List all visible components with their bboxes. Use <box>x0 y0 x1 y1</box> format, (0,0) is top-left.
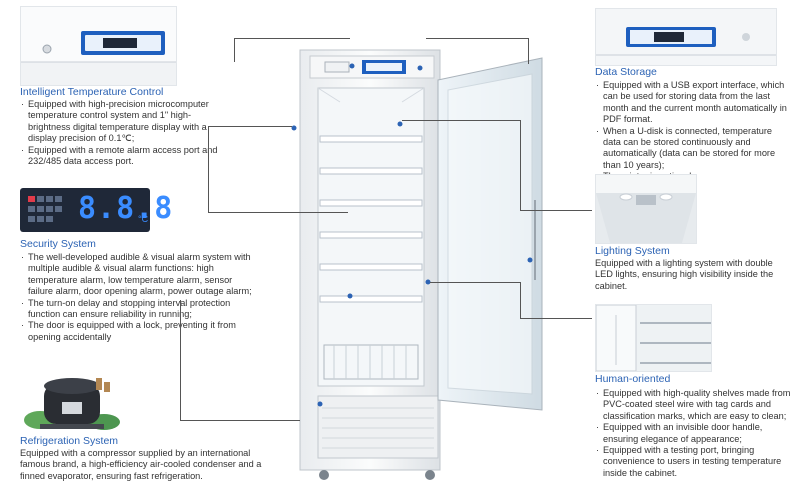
security-section-title: Security System <box>20 238 96 250</box>
refrigeration-description: Equipped with a compressor supplied by a… <box>20 448 262 481</box>
temperature-feature-list: Equipped with high-precision microcomput… <box>20 99 230 167</box>
list-item: Equipped with an invisible door handle, … <box>595 422 795 445</box>
leader-line <box>208 126 292 128</box>
leader-line <box>208 126 210 212</box>
leader-line <box>234 38 236 62</box>
compressor-photo <box>22 368 122 434</box>
leader-line <box>234 38 350 40</box>
list-item: The door is equipped with a lock, preven… <box>20 320 252 343</box>
temperature-readout: 8.8.8 <box>78 191 174 226</box>
list-item: The well-developed audible & visual alar… <box>20 252 252 298</box>
security-display-panel: 8.8.8 °C <box>20 188 172 232</box>
refrigeration-section-title: Refrigeration System <box>20 435 119 447</box>
leader-line <box>426 38 528 40</box>
list-item: Equipped with high-precision microcomput… <box>20 99 230 145</box>
list-item: The turn-on delay and stopping interval … <box>20 298 252 321</box>
security-feature-list: The well-developed audible & visual alar… <box>20 252 252 343</box>
human-oriented-section-title: Human-oriented <box>595 373 671 385</box>
list-item: Equipped with a remote alarm access port… <box>20 145 230 168</box>
leader-line <box>180 420 300 422</box>
human-oriented-feature-list: Equipped with high-quality shelves made … <box>595 388 795 479</box>
leader-line <box>180 300 182 420</box>
shelves-photo <box>595 304 712 372</box>
list-item: Equipped with a testing port, bringing c… <box>595 445 795 479</box>
refrigerator-illustration <box>280 40 552 492</box>
lighting-description: Equipped with a lighting system with dou… <box>595 258 774 291</box>
lighting-section-title: Lighting System <box>595 245 670 257</box>
leader-line <box>520 318 592 320</box>
data-storage-feature-list: Equipped with a USB export interface, wh… <box>595 80 792 183</box>
leader-line <box>520 282 522 318</box>
list-item: When a U-disk is connected, temperature … <box>595 126 792 172</box>
temperature-control-panel-photo <box>20 6 177 86</box>
leader-line <box>520 120 522 210</box>
data-storage-panel-photo <box>595 8 777 66</box>
leader-line <box>528 38 530 64</box>
temperature-unit: °C <box>138 214 149 224</box>
list-item: Equipped with a USB export interface, wh… <box>595 80 792 126</box>
leader-line <box>208 212 348 214</box>
leader-line <box>430 282 520 284</box>
lighting-system-photo <box>595 174 697 244</box>
leader-line <box>402 120 520 122</box>
temperature-section-title: Intelligent Temperature Control <box>20 86 164 98</box>
leader-line <box>520 210 592 212</box>
data-storage-section-title: Data Storage <box>595 66 657 78</box>
list-item: Equipped with high-quality shelves made … <box>595 388 795 422</box>
